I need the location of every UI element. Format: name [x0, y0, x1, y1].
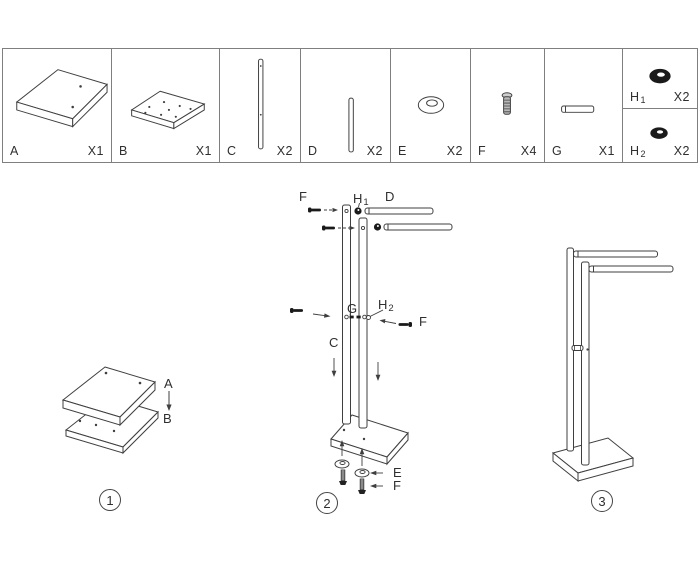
parts-cell-e: E X2 [390, 48, 471, 163]
part-b-bottom-plate-icon [113, 50, 218, 161]
part-a-top-plate-icon [4, 50, 110, 161]
parts-cell-g: G X1 [544, 48, 623, 163]
step2-label-h2: H2 [378, 297, 394, 314]
step2-label-f-top: F [299, 189, 307, 204]
step2-label-f-right: F [419, 314, 427, 329]
part-h1-grommet-icon [624, 50, 696, 107]
step2-label-f-bottom: F [393, 478, 401, 493]
part-e-qty: X2 [446, 144, 463, 158]
part-h1-qty: X2 [673, 90, 690, 104]
part-a-label: A [10, 144, 19, 158]
parts-cell-b: B X1 [111, 48, 220, 163]
step2-label-c: C [329, 335, 339, 350]
parts-cell-a: A X1 [2, 48, 112, 163]
step2-label-e: E [393, 465, 402, 480]
step2-drawing [290, 202, 453, 494]
step2-number: 2 [316, 492, 338, 514]
part-e-label: E [398, 144, 407, 158]
step1-label-b: B [163, 411, 172, 426]
part-g-label: G [552, 144, 563, 158]
parts-cell-h2: H2 X2 [622, 108, 698, 163]
step2-label-g: G [347, 301, 358, 316]
part-f-label: F [478, 144, 487, 158]
step2-label-d: D [385, 189, 395, 204]
part-b-qty: X1 [195, 144, 212, 158]
part-a-qty: X1 [87, 144, 104, 158]
part-h2-qty: X2 [673, 144, 690, 158]
step1-label-a: A [164, 376, 173, 391]
part-h1-label: H1 [630, 90, 647, 105]
parts-cell-d: D X2 [300, 48, 391, 163]
part-c-qty: X2 [276, 144, 293, 158]
step3-drawing [551, 247, 674, 483]
part-h2-grommet-icon [624, 110, 696, 161]
step3-number: 3 [591, 490, 613, 512]
part-f-screw-icon [472, 50, 543, 161]
part-g-connector-rod-icon [546, 50, 621, 161]
part-b-label: B [119, 144, 128, 158]
part-d-label: D [308, 144, 318, 158]
part-h2-label: H2 [630, 144, 647, 159]
part-e-washer-icon [392, 50, 469, 161]
step1-number: 1 [99, 489, 121, 511]
part-c-label: C [227, 144, 237, 158]
part-d-qty: X2 [366, 144, 383, 158]
part-f-qty: X4 [520, 144, 537, 158]
step2-label-h1: H1 [353, 191, 369, 208]
part-g-qty: X1 [598, 144, 615, 158]
step1-drawing [61, 366, 172, 455]
parts-cell-c: C X2 [219, 48, 301, 163]
part-d-short-pole-icon [302, 50, 389, 161]
parts-cell-f: F X4 [470, 48, 545, 163]
parts-cell-h1: H1 X2 [622, 48, 698, 109]
part-c-long-pole-icon [221, 50, 299, 161]
